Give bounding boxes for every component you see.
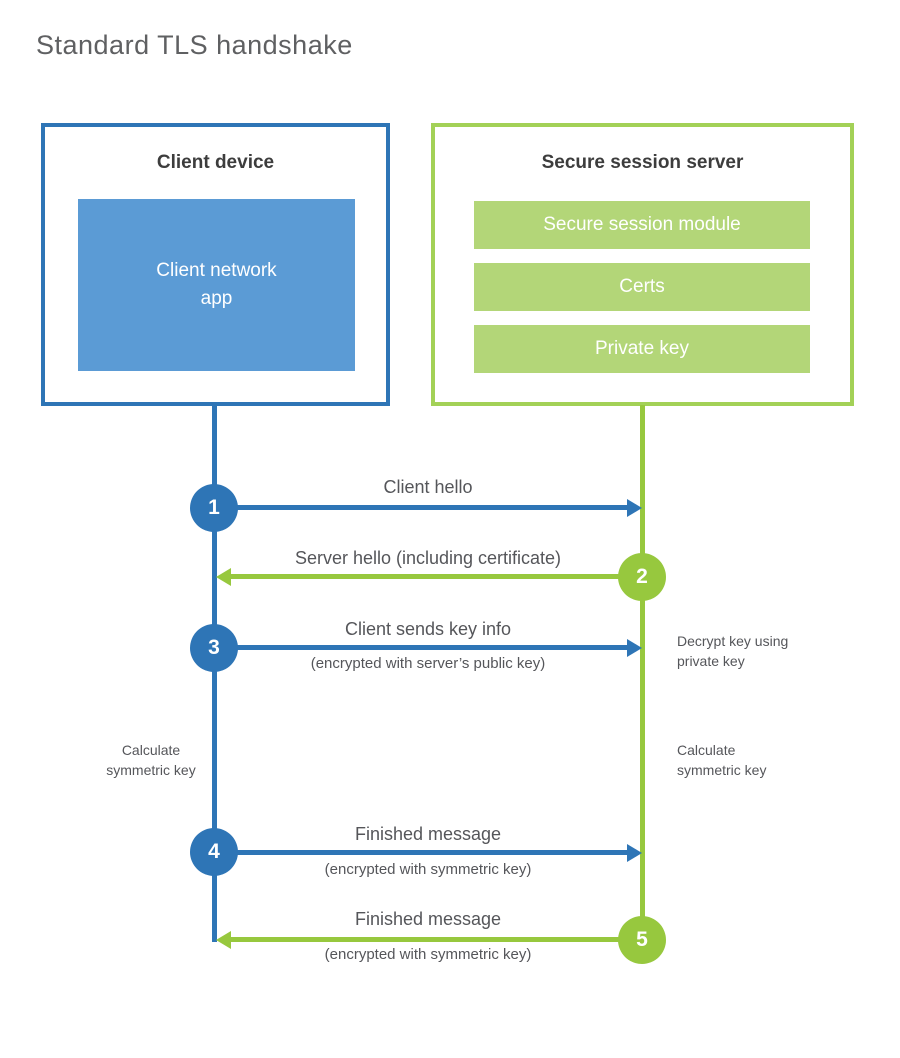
client-network-app-box: Client network app — [78, 199, 355, 371]
message-3-arrowhead-icon — [627, 639, 642, 657]
message-1-label: Client hello — [383, 477, 473, 497]
message-3-sublabel: (encrypted with server’s public key) — [310, 655, 546, 672]
message-5-arrow — [230, 937, 642, 942]
message-3-arrow — [214, 645, 628, 650]
message-2-arrowhead-icon — [216, 568, 231, 586]
note-decrypt-key: Decrypt key using private key — [677, 633, 789, 669]
message-4-label: Finished message — [354, 824, 502, 844]
step-number-1: 1 — [208, 496, 220, 519]
server-private-key-bar: Private key — [474, 325, 810, 373]
server-private-key-label: Private key — [595, 338, 689, 359]
server-lifeline — [640, 405, 645, 940]
message-4-arrowhead-icon — [627, 844, 642, 862]
secure-session-server-title: Secure session server — [541, 152, 744, 173]
message-1-arrow — [214, 505, 628, 510]
server-certs-label: Certs — [619, 276, 665, 297]
server-certs-bar: Certs — [474, 263, 810, 311]
note-calculate-symmetric-key-server: Calculate symmetric key — [677, 742, 767, 778]
client-device-box: Client device Client network app — [41, 123, 390, 406]
message-5-label: Finished message — [354, 909, 502, 929]
server-module-bar: Secure session module — [474, 201, 810, 249]
message-5-arrowhead-icon — [216, 931, 231, 949]
secure-session-server-box: Secure session server Secure session mod… — [431, 123, 854, 406]
note-calculate-symmetric-key-client: Calculate symmetric key — [106, 742, 196, 778]
step-circle-2: 2 — [618, 553, 666, 601]
message-4-sublabel: (encrypted with symmetric key) — [324, 861, 532, 878]
client-network-app-label: Client network app — [156, 260, 277, 309]
step-number-3: 3 — [208, 636, 220, 659]
message-3-label: Client sends key info — [344, 619, 512, 639]
page-title: Standard TLS handshake — [36, 30, 353, 60]
message-4-arrow — [214, 850, 628, 855]
client-lifeline — [212, 405, 217, 942]
step-number-5: 5 — [636, 928, 648, 951]
message-1-arrowhead-icon — [627, 499, 642, 517]
step-circle-4: 4 — [190, 828, 238, 876]
step-circle-5: 5 — [618, 916, 666, 964]
message-2-arrow — [230, 574, 642, 579]
client-device-title: Client device — [156, 152, 275, 173]
step-number-2: 2 — [636, 565, 648, 588]
step-circle-3: 3 — [190, 624, 238, 672]
message-2-label: Server hello (including certificate) — [294, 548, 562, 568]
step-number-4: 4 — [208, 840, 220, 863]
message-5-sublabel: (encrypted with symmetric key) — [324, 946, 532, 963]
server-module-label: Secure session module — [543, 214, 741, 235]
step-circle-1: 1 — [190, 484, 238, 532]
